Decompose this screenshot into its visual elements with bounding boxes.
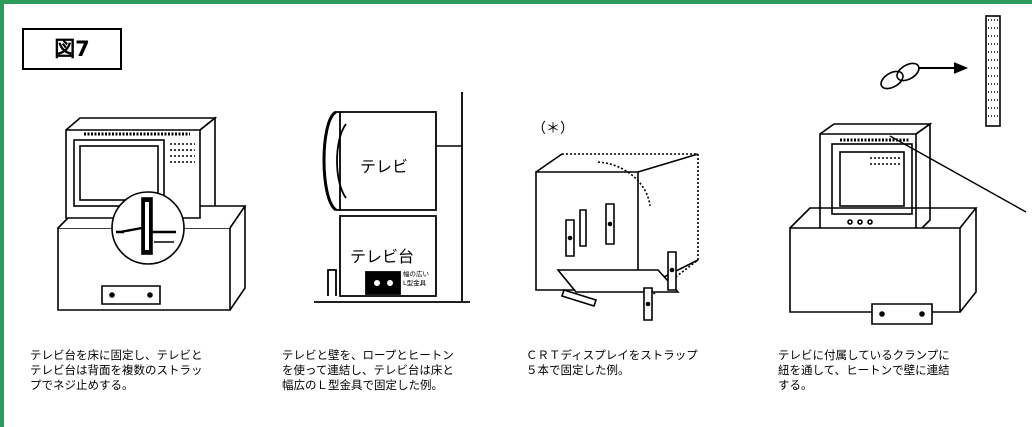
figure-label: 図7 [22,28,122,70]
bracket-label: 幅の広い L型金具 [403,269,431,287]
caption-panel-3: ＣＲＴディスプレイをストラップ ５本で固定した例。 [526,348,698,377]
caption-panel-1: テレビ台を床に固定し、テレビと テレビ台は背面を複数のストラッ プでネジ止めする… [30,348,203,392]
caption-panel-2: テレビと壁を、ロープとヒートン を使って連結し、テレビ台は床と 幅広のＬ型金具で… [282,348,454,392]
caption-panel-4: テレビに付属しているクランプに 紐を通して、ヒートンで壁に連結 する。 [778,348,950,392]
illustration-tv-wall: テレビ テレビ台 幅の広い L型金具 [314,92,470,303]
illustration-tv-clamp [789,15,1027,325]
stand-label: テレビ台 [350,247,414,266]
asterisk-note: （＊） [532,121,574,137]
tv-label: テレビ [360,157,408,176]
illustration-crt-straps [535,153,699,321]
illustration-tv-strap [57,116,247,311]
